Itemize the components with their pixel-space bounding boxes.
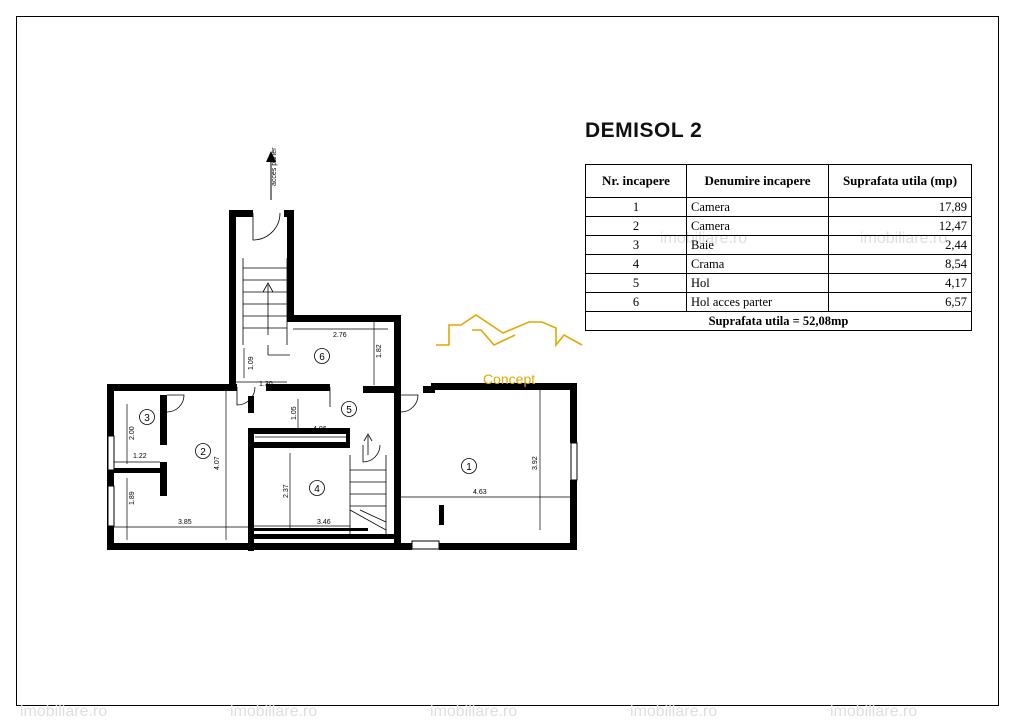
dimension-label: 3.92	[532, 456, 539, 470]
concept-logo-text: Concept	[483, 371, 535, 387]
room-number-4: 4	[314, 484, 320, 495]
watermark-text: imobiliare.ro	[430, 703, 518, 720]
doors	[166, 212, 419, 463]
room-number-3: 3	[144, 413, 150, 424]
table-row: 4 Crama 8,54	[585, 254, 972, 274]
room-number-1: 1	[466, 462, 472, 473]
dimension-label: 1.05	[291, 406, 298, 420]
dimension-label: 4.06	[313, 426, 327, 433]
access-arrow-icon	[266, 151, 276, 200]
dimension-label: 4.07	[214, 456, 221, 470]
sheet-border	[16, 16, 999, 706]
room-area: 6,57	[828, 292, 972, 312]
dimension-label: 2.76	[333, 332, 347, 339]
dimension-label: 4.63	[473, 489, 487, 496]
dimension-label: 1.89	[129, 491, 136, 505]
watermark-text: imobiliare.ro	[630, 703, 718, 720]
table-row: 6 Hol acces parter 6,57	[585, 292, 972, 312]
room-number-5: 5	[346, 405, 352, 416]
room-number-2: 2	[200, 447, 206, 458]
room-number-6: 6	[319, 352, 325, 363]
dimension-label: 2.37	[283, 484, 290, 498]
main-staircase	[242, 258, 290, 356]
table-header-row: Nr. incapere Denumire incapere Suprafata…	[585, 164, 972, 198]
dimension-lines	[114, 322, 570, 540]
dimension-label: 1.09	[248, 356, 255, 370]
watermark-text: imobiliare.ro	[230, 703, 318, 720]
cellar-staircase	[349, 433, 387, 534]
column-header-area: Suprafata utila (mp)	[828, 164, 972, 198]
windows	[107, 435, 578, 550]
room-area: 17,89	[828, 197, 972, 217]
dimension-labels: 2.76 1.82 1.09 1.30 1.05 4.06 2.00 1.22 …	[129, 332, 539, 526]
room-area-table: Nr. incapere Denumire incapere Suprafata…	[585, 164, 972, 331]
room-markers	[139, 348, 477, 496]
watermark-text: imobiliare.ro	[20, 703, 108, 720]
total-area: Suprafata utila = 52,08mp	[585, 311, 972, 331]
page-title: DEMISOL 2	[585, 119, 703, 142]
table-row: 3 Baie 2,44	[585, 235, 972, 255]
access-label: acces parter	[271, 147, 278, 186]
dimension-label: 1.30	[259, 381, 273, 388]
dimension-label: 3.85	[178, 519, 192, 526]
room-name: Baie	[686, 235, 829, 255]
table-row: 1 Camera 17,89	[585, 197, 972, 217]
dimension-label: 1.82	[376, 344, 383, 358]
watermark-text: imobiliare.ro	[830, 703, 918, 720]
concept-logo-icon	[436, 314, 583, 348]
column-header-nr: Nr. incapere	[585, 164, 687, 198]
dimension-label: 2.00	[129, 426, 136, 440]
dimension-label: 1.22	[133, 453, 147, 460]
dimension-label: 3.46	[317, 519, 331, 526]
table-total-row: Suprafata utila = 52,08mp	[585, 311, 972, 331]
room-numbers: 6 5 3 2 4 1	[144, 352, 472, 495]
